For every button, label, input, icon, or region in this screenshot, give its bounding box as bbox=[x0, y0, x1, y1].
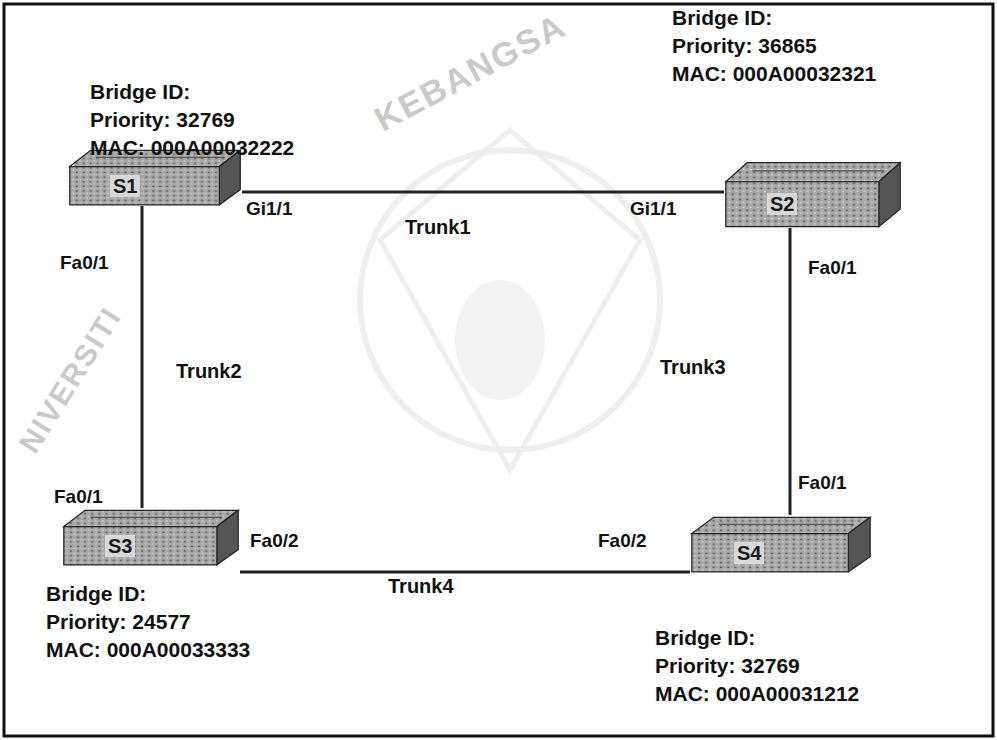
trunk-label: Trunk3 bbox=[660, 356, 726, 379]
switch-name: S3 bbox=[105, 535, 135, 557]
bridge-id-text: Bridge ID: bbox=[655, 626, 755, 650]
switch-icon bbox=[724, 160, 902, 228]
port-label: Fa0/1 bbox=[54, 486, 103, 508]
trunk-label: Trunk4 bbox=[388, 575, 454, 598]
trunk-link bbox=[242, 191, 724, 194]
switch-name: S1 bbox=[110, 175, 140, 197]
port-label: Fa0/2 bbox=[598, 530, 647, 552]
network-switch: S4 bbox=[690, 515, 872, 573]
trunk-link bbox=[240, 571, 690, 574]
port-label: Fa0/1 bbox=[798, 472, 847, 494]
trunk-link bbox=[789, 228, 792, 515]
bridge-id-text: Bridge ID: bbox=[90, 80, 190, 104]
bridge-id-text: Priority: 36865 bbox=[672, 34, 817, 58]
bridge-id-text: Bridge ID: bbox=[46, 582, 146, 606]
switch-name: S4 bbox=[734, 542, 764, 564]
network-switch: S3 bbox=[62, 508, 240, 566]
port-label: Fa0/1 bbox=[60, 252, 109, 274]
switch-name: S2 bbox=[767, 193, 797, 215]
bridge-id-text: Priority: 24577 bbox=[46, 610, 191, 634]
port-label: Fa0/2 bbox=[250, 530, 299, 552]
watermark-emblem bbox=[360, 130, 660, 470]
bridge-id-text: Bridge ID: bbox=[672, 6, 772, 30]
watermark-text: NIVERSITI bbox=[12, 301, 128, 459]
bridge-id-text: MAC: 000A00032321 bbox=[672, 62, 876, 86]
trunk-link bbox=[141, 206, 144, 508]
watermark-text: KEBANGSA bbox=[368, 6, 572, 139]
network-switch: S2 bbox=[724, 160, 902, 228]
trunk-label: Trunk1 bbox=[405, 216, 471, 239]
port-label: Fa0/1 bbox=[808, 257, 857, 279]
switch-icon bbox=[62, 508, 240, 566]
bridge-id-text: Priority: 32769 bbox=[655, 654, 800, 678]
port-label: Gi1/1 bbox=[246, 198, 292, 220]
bridge-id-text: MAC: 000A00032222 bbox=[90, 136, 294, 160]
bridge-id-text: Priority: 32769 bbox=[90, 108, 235, 132]
switch-icon bbox=[690, 515, 872, 573]
trunk-label: Trunk2 bbox=[176, 360, 242, 383]
bridge-id-text: MAC: 000A00033333 bbox=[46, 638, 250, 662]
bridge-id-text: MAC: 000A00031212 bbox=[655, 682, 859, 706]
port-label: Gi1/1 bbox=[630, 198, 676, 220]
